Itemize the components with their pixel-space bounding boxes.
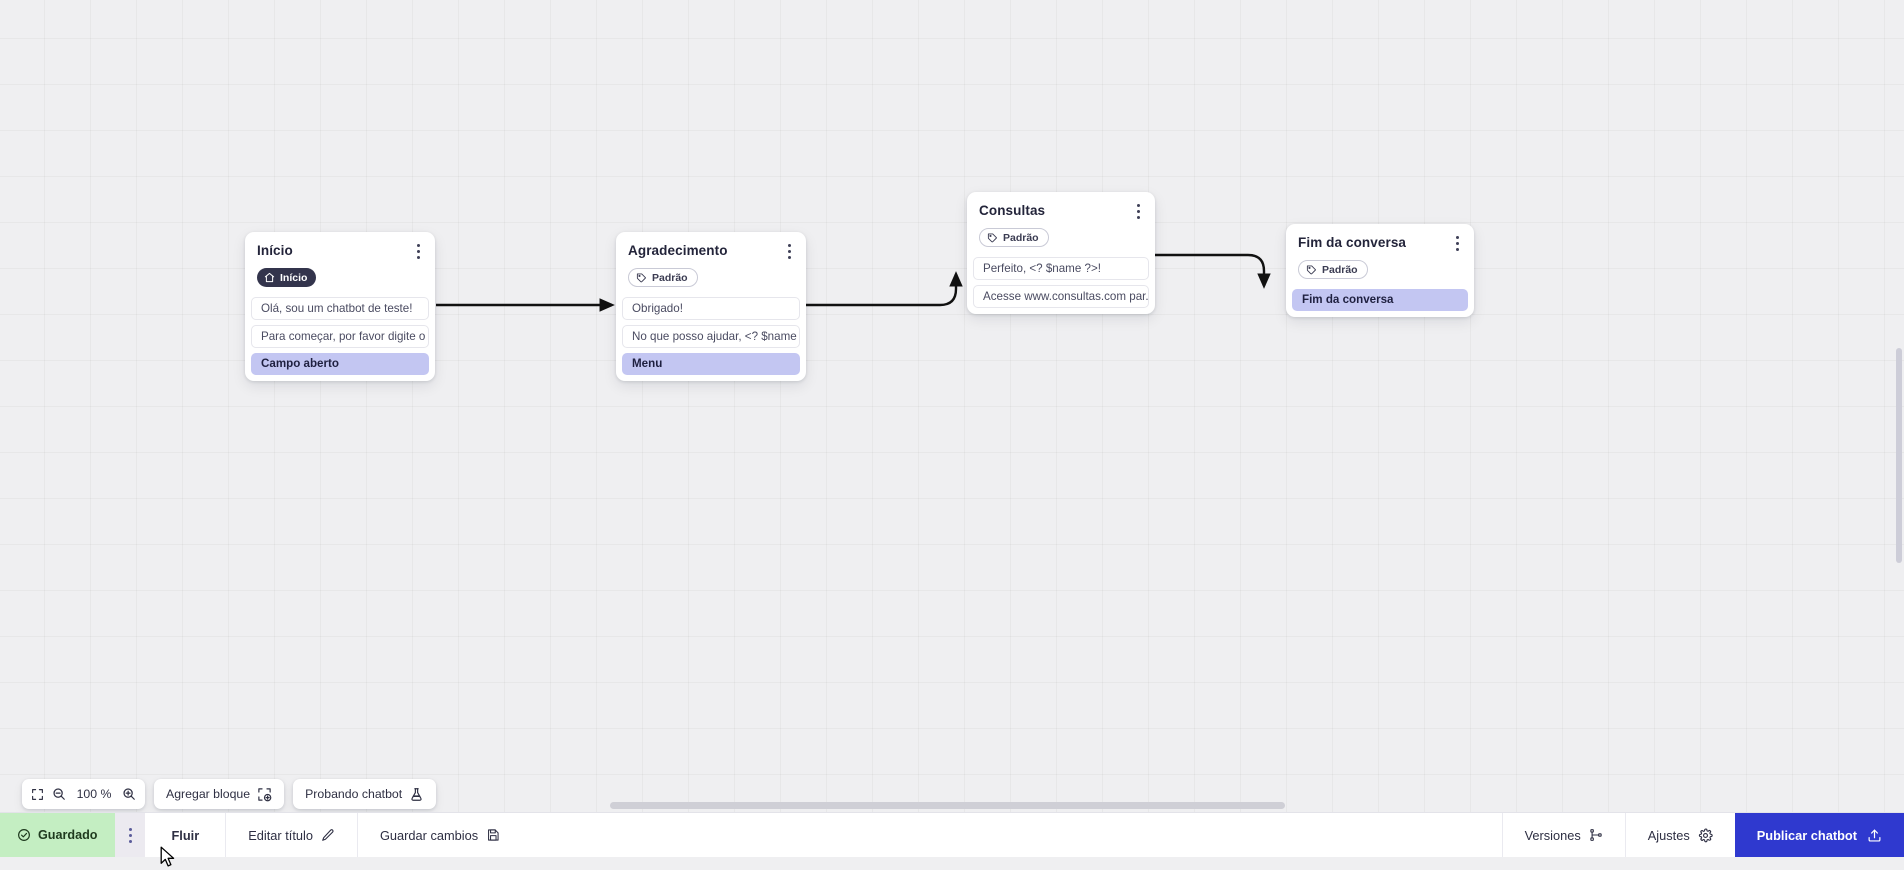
node-title: Início bbox=[257, 243, 293, 258]
zoom-controls: 100 % bbox=[22, 779, 145, 809]
node-badge-start[interactable]: Início bbox=[257, 268, 317, 287]
edit-title-label: Editar título bbox=[248, 827, 313, 843]
node-menu-button[interactable] bbox=[410, 241, 426, 261]
node-message[interactable]: Acesse www.consultas.com par... bbox=[973, 285, 1149, 308]
add-block-button[interactable]: Agregar bloque bbox=[166, 787, 272, 802]
node-badge-row: Padrão bbox=[1286, 260, 1474, 289]
tag-icon bbox=[1306, 265, 1316, 275]
node-message[interactable]: Olá, sou um chatbot de teste! bbox=[251, 297, 429, 320]
node-messages: Olá, sou um chatbot de teste! Para começ… bbox=[245, 297, 435, 381]
branch-icon bbox=[1589, 828, 1603, 842]
kebab-menu-icon[interactable] bbox=[115, 813, 146, 857]
publish-chatbot-button[interactable]: Publicar chatbot bbox=[1734, 813, 1904, 857]
edit-title-button[interactable]: Editar título bbox=[226, 813, 358, 857]
node-badge-default[interactable]: Padrão bbox=[628, 268, 698, 287]
node-header: Fim da conversa bbox=[1286, 224, 1474, 260]
tag-icon bbox=[987, 233, 997, 243]
flask-icon bbox=[409, 787, 424, 802]
zoom-out-icon[interactable] bbox=[52, 787, 66, 801]
node-badge-row: Padrão bbox=[616, 268, 806, 297]
zoom-level: 100 % bbox=[76, 787, 112, 801]
node-badge-row: Início bbox=[245, 268, 435, 297]
node-message-accent[interactable]: Menu bbox=[622, 353, 800, 375]
statusbar-right: Versiones Ajustes Publicar chatbot bbox=[1501, 813, 1904, 857]
add-block-label: Agregar bloque bbox=[166, 787, 251, 801]
horizontal-scrollbar-thumb[interactable] bbox=[610, 802, 1285, 809]
tab-fluir[interactable]: Fluir bbox=[145, 813, 227, 857]
flow-node-consultas[interactable]: Consultas Padrão Perfeito, <? $name ?>! … bbox=[967, 192, 1155, 314]
statusbar-spacer bbox=[522, 813, 1501, 857]
add-block-group[interactable]: Agregar bloque bbox=[154, 779, 285, 809]
pencil-icon bbox=[321, 828, 335, 842]
zoom-in-icon[interactable] bbox=[122, 787, 136, 801]
node-menu-button[interactable] bbox=[1449, 233, 1465, 253]
canvas-toolbar: 100 % Agregar bloque Probando chatbot bbox=[22, 779, 437, 809]
gear-icon bbox=[1698, 828, 1713, 843]
home-icon bbox=[264, 272, 275, 283]
node-title: Fim da conversa bbox=[1298, 235, 1407, 250]
node-messages: Perfeito, <? $name ?>! Acesse www.consul… bbox=[967, 257, 1155, 314]
node-message-accent[interactable]: Fim da conversa bbox=[1292, 289, 1468, 311]
vertical-scrollbar[interactable] bbox=[1894, 0, 1904, 812]
status-bar: Guardado Fluir Editar título Guardar cam… bbox=[0, 812, 1904, 857]
node-badge-row: Padrão bbox=[967, 228, 1155, 257]
test-chatbot-label: Probando chatbot bbox=[305, 787, 403, 801]
flow-node-inicio[interactable]: Início Início Olá, sou um chatbot de tes… bbox=[245, 232, 435, 381]
saved-label: Guardado bbox=[38, 828, 98, 842]
settings-button[interactable]: Ajustes bbox=[1624, 813, 1735, 857]
node-badge-default[interactable]: Padrão bbox=[979, 228, 1049, 247]
tag-icon bbox=[636, 273, 646, 283]
node-menu-button[interactable] bbox=[781, 241, 797, 261]
save-disk-icon bbox=[486, 828, 500, 842]
node-title: Consultas bbox=[979, 203, 1046, 218]
node-badge-label: Início bbox=[280, 271, 308, 284]
node-message[interactable]: Para começar, por favor digite o ... bbox=[251, 325, 429, 348]
node-title: Agradecimento bbox=[628, 243, 728, 258]
node-badge-label: Padrão bbox=[1322, 263, 1358, 276]
flow-canvas[interactable]: Início Início Olá, sou um chatbot de tes… bbox=[0, 0, 1904, 812]
node-badge-label: Padrão bbox=[1003, 231, 1039, 244]
node-messages: Fim da conversa bbox=[1286, 289, 1474, 317]
flow-label: Fluir bbox=[171, 827, 200, 843]
node-badge-label: Padrão bbox=[652, 271, 688, 284]
fit-screen-icon[interactable] bbox=[31, 788, 44, 801]
versions-label: Versiones bbox=[1524, 827, 1581, 843]
node-header: Agradecimento bbox=[616, 232, 806, 268]
node-messages: Obrigado! No que posso ajudar, <? $name … bbox=[616, 297, 806, 381]
flow-node-fim[interactable]: Fim da conversa Padrão Fim da conversa bbox=[1286, 224, 1474, 317]
save-changes-label: Guardar cambios bbox=[379, 827, 479, 843]
upload-icon bbox=[1867, 828, 1882, 843]
node-badge-default[interactable]: Padrão bbox=[1298, 260, 1368, 279]
horizontal-scrollbar[interactable] bbox=[0, 800, 1904, 812]
node-header: Consultas bbox=[967, 192, 1155, 228]
node-message-accent[interactable]: Campo aberto bbox=[251, 353, 429, 375]
connector-layer bbox=[436, 253, 1271, 312]
check-circle-icon bbox=[17, 828, 31, 842]
node-message[interactable]: Obrigado! bbox=[622, 297, 800, 320]
vertical-scrollbar-thumb[interactable] bbox=[1896, 348, 1902, 563]
node-header: Início bbox=[245, 232, 435, 268]
publish-label: Publicar chatbot bbox=[1756, 827, 1857, 843]
flow-node-agradecimento[interactable]: Agradecimento Padrão Obrigado! No que po… bbox=[616, 232, 806, 381]
saved-status-badge: Guardado bbox=[0, 813, 116, 857]
node-message[interactable]: No que posso ajudar, <? $name ... bbox=[622, 325, 800, 348]
test-chatbot-button[interactable]: Probando chatbot bbox=[305, 787, 424, 802]
settings-label: Ajustes bbox=[1647, 827, 1690, 843]
node-message[interactable]: Perfeito, <? $name ?>! bbox=[973, 257, 1149, 280]
save-changes-button[interactable]: Guardar cambios bbox=[358, 813, 522, 857]
test-chatbot-group[interactable]: Probando chatbot bbox=[293, 779, 437, 809]
versions-button[interactable]: Versiones bbox=[1501, 813, 1625, 857]
node-menu-button[interactable] bbox=[1130, 201, 1146, 221]
add-block-icon bbox=[257, 787, 272, 802]
